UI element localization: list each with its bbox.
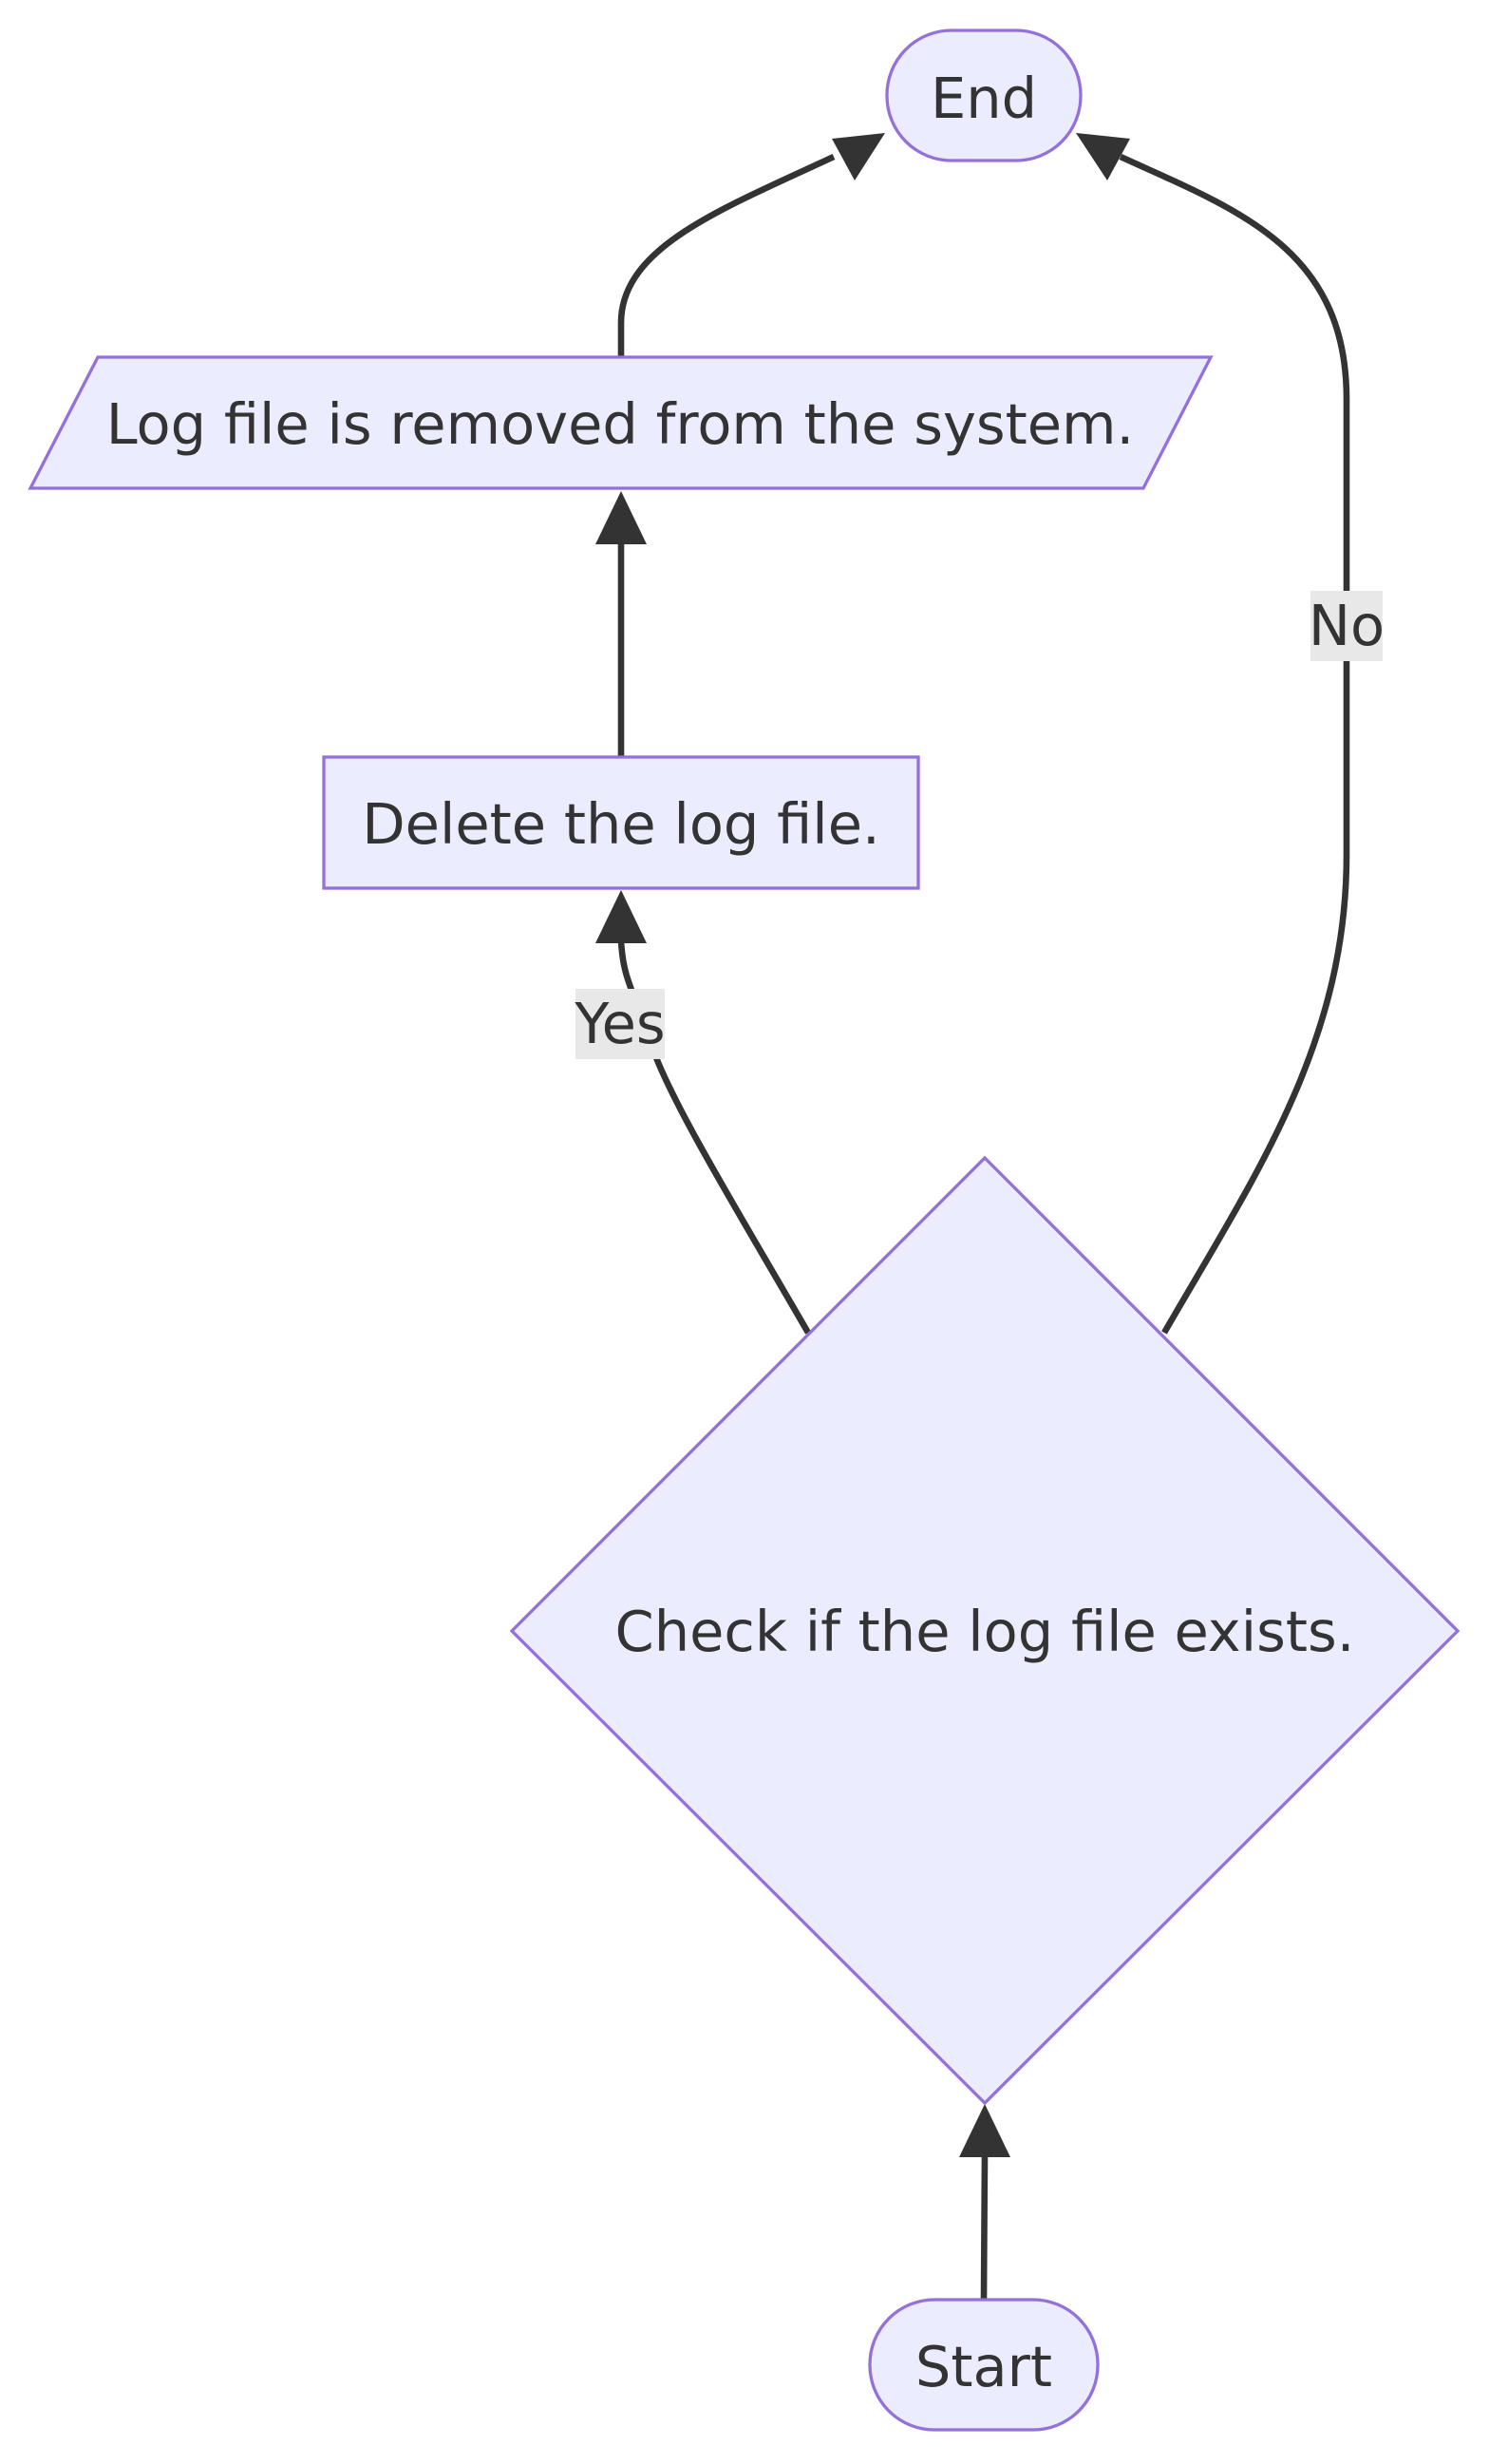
node-delete-shape [322,755,920,890]
node-removed-shape [28,355,1214,490]
edge-label-no: No [1309,591,1385,661]
edge-start-to-check [980,2153,989,2301]
arrowhead-start-to-check [959,2104,1010,2157]
edge-removed-to-end [617,154,836,357]
node-end-shape [885,28,1083,162]
node-check[interactable]: Check if the log file exists. [509,1155,1461,2106]
edge-label-yes-background [575,989,665,1059]
edge-label-yes-text: Yes [574,991,665,1056]
arrowhead-delete-to-removed [595,491,647,544]
node-removed[interactable]: Log file is removed from the system. [28,355,1214,490]
edge-label-no-text: No [1309,593,1385,658]
edge-no-check-to-end [1119,153,1350,1335]
node-start[interactable]: Start [868,2298,1100,2432]
edge-yes-check-to-delete [617,939,811,1335]
arrowhead-removed-to-end [832,133,885,180]
node-end[interactable]: End [885,28,1083,162]
node-delete-label: Delete the log file. [362,791,880,857]
node-check-label: Check if the log file exists. [615,1599,1355,1664]
edges [595,133,1350,2301]
arrowhead-yes-to-delete [595,890,647,943]
arrowhead-no-to-end [1076,133,1130,180]
edge-label-yes: Yes [574,989,666,1059]
node-start-shape [868,2298,1100,2432]
node-start-label: Start [915,2334,1052,2399]
node-delete[interactable]: Delete the log file. [322,755,920,890]
node-check-shape [509,1155,1461,2106]
edge-label-no-background [1310,591,1383,661]
node-removed-label: Log file is removed from the system. [106,391,1135,457]
node-end-label: End [931,66,1037,131]
